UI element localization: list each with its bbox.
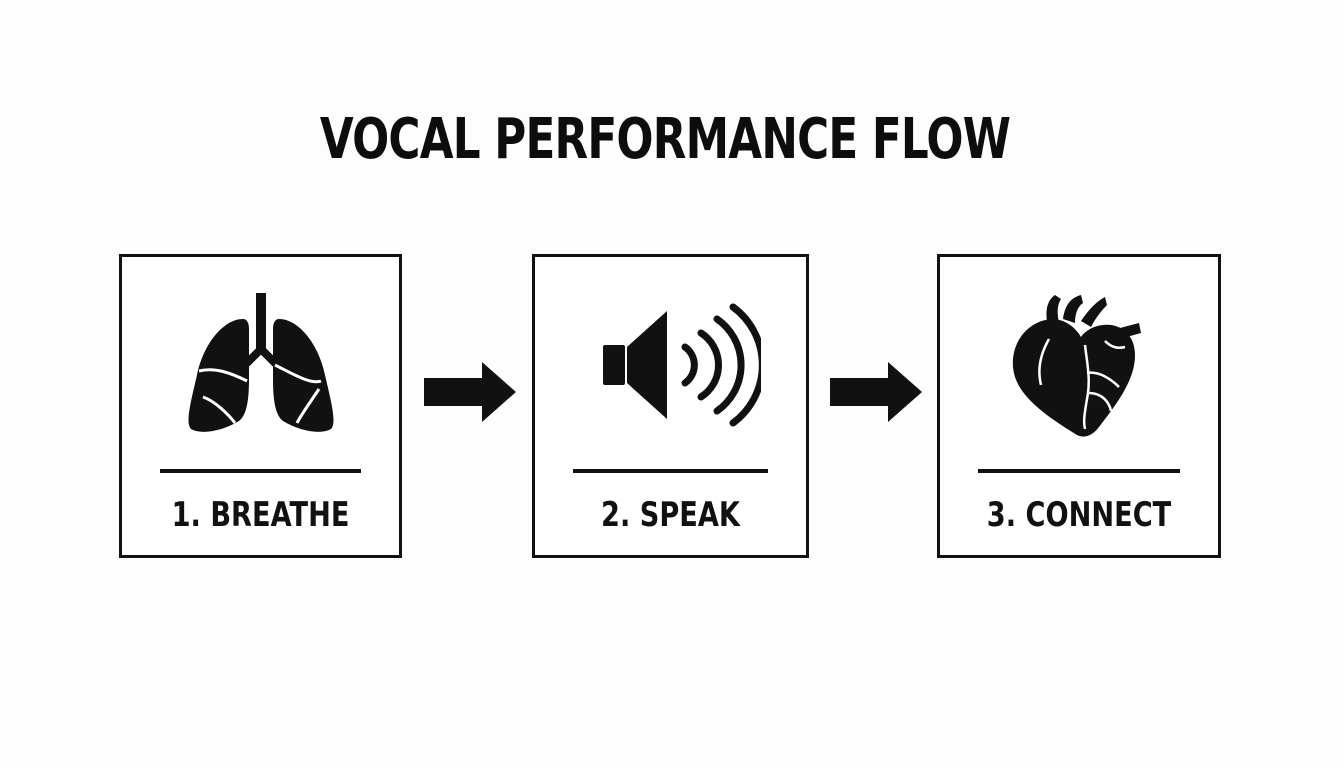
step-label-breathe: 1. BREATHE [171, 495, 350, 535]
step-divider [978, 469, 1180, 473]
speaker-sound-icon [602, 303, 761, 427]
step-box-speak: 2. SPEAK [532, 254, 809, 558]
step-divider [160, 469, 361, 473]
step-divider [573, 469, 768, 473]
step-label-connect: 3. CONNECT [986, 495, 1172, 535]
lungs-icon [188, 293, 333, 432]
step-box-connect: 3. CONNECT [937, 254, 1221, 558]
diagram-title: VOCAL PERFORMANCE FLOW [319, 107, 1011, 172]
arrow-right-icon [830, 362, 922, 422]
heart-icon [1012, 295, 1141, 437]
step-label-speak: 2. SPEAK [601, 495, 740, 535]
step-box-breathe: 1. BREATHE [119, 254, 402, 558]
arrow-right-icon [424, 362, 516, 422]
